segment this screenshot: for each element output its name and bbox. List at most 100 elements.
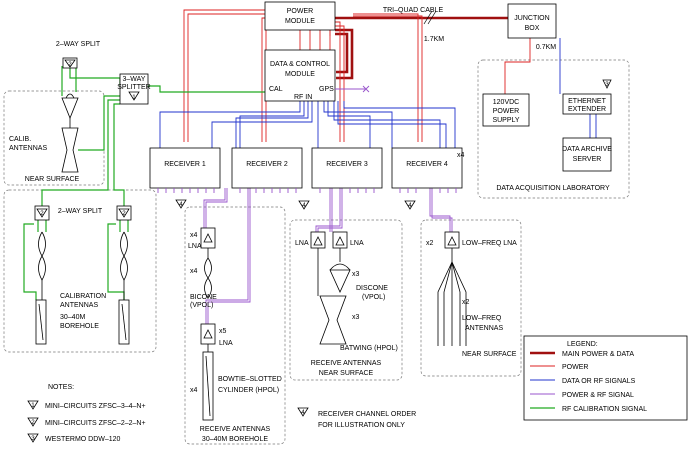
gps-antenna-icon xyxy=(362,85,370,93)
power-module-label-2: MODULE xyxy=(285,18,315,25)
rx-near-lna1: LNA xyxy=(295,240,309,247)
eth-label-2: EXTENDER xyxy=(568,106,606,113)
legend-item-main-power-data: MAIN POWER & DATA xyxy=(530,351,634,358)
calib-near-surface-label: NEAR SURFACE xyxy=(25,176,80,183)
lowfreq-x2b: x2 xyxy=(462,299,470,306)
calib-borehole-label-4: BOREHOLE xyxy=(60,323,99,330)
receiver-3-label: RECEIVER 3 xyxy=(326,161,368,168)
junction-label-1: JUNCTION xyxy=(514,15,549,22)
note-1-marker: 1 xyxy=(31,402,35,409)
two-way-split-top-label: 2–WAY SPLIT xyxy=(56,41,101,48)
splitter-left-marker: 2 xyxy=(40,210,44,217)
amplifier-icon xyxy=(447,236,457,246)
rx-borehole-x4b: x4 xyxy=(190,268,198,275)
bowtie-label-1: BOWTIE–SLOTTED xyxy=(218,376,282,383)
legend-item-power-rf: POWER & RF SIGNAL xyxy=(530,392,634,399)
calib-batwing-icon xyxy=(61,127,79,173)
eth-marker: 3 xyxy=(605,81,609,88)
amplifier-icon xyxy=(313,236,323,246)
eth-label-1: ETHERNET xyxy=(568,98,606,105)
psu-label-2: POWER xyxy=(493,108,519,115)
rx-borehole-title-2: 30–40M BOREHOLE xyxy=(202,436,268,443)
order-marker-2: 4 xyxy=(302,202,306,209)
antenna-feeds xyxy=(207,248,453,352)
splitter-top-marker: 2 xyxy=(68,61,72,68)
calib-cylinder-left-icon xyxy=(35,299,47,345)
receiver-2-label: RECEIVER 2 xyxy=(246,161,288,168)
rx-borehole-lna: LNA xyxy=(188,243,202,250)
calib-near-label-1: CALIB. xyxy=(9,136,31,143)
legend-label: POWER xyxy=(562,364,588,371)
junction-label-2: BOX xyxy=(525,25,540,32)
splitter-triangle-icon xyxy=(64,59,76,68)
lowfreq-group xyxy=(420,219,522,377)
dcm-label-2: MODULE xyxy=(285,71,315,78)
note-1: 1 MINI–CIRCUITS ZFSC–3–4–N+ xyxy=(27,400,146,410)
bicone-label-2: (VPOL) xyxy=(190,302,213,309)
note-triangle-icon xyxy=(27,433,39,443)
data-control-module-box xyxy=(264,49,336,102)
junction-distance: 0.7KM xyxy=(536,44,556,51)
legend-label: DATA OR RF SIGNALS xyxy=(562,378,636,385)
splitter-right-marker: 2 xyxy=(122,210,126,217)
main-power-data-wires xyxy=(335,16,508,80)
lowfreq-label-1: LOW–FREQ xyxy=(462,315,502,322)
legend-label: MAIN POWER & DATA xyxy=(562,351,634,358)
bowtie-label-2: CYLINDER (HPOL) xyxy=(218,387,279,394)
splitter-triangle-icon xyxy=(118,208,130,218)
calib-borehole-label-2: ANTENNAS xyxy=(60,302,98,309)
batwing-label: BATWING (HPOL) xyxy=(340,345,398,352)
receiver-2: RECEIVER 2 xyxy=(231,147,303,193)
psu-label-1: 120VDC xyxy=(493,99,519,106)
power-module-box xyxy=(264,1,336,31)
splitter-triangle-icon xyxy=(128,91,140,101)
junction-box xyxy=(507,3,557,39)
receiver-4: RECEIVER 4 xyxy=(391,147,463,193)
note-3-marker: 3 xyxy=(31,435,35,442)
rx-near-group xyxy=(289,219,403,381)
discone-antenna-icon xyxy=(329,263,351,293)
rx-borehole-lna2: LNA xyxy=(219,340,233,347)
calib-near-label-2: ANTENNAS xyxy=(9,145,47,152)
order-marker-3: 4 xyxy=(408,202,412,209)
cal-port-label: CAL xyxy=(269,86,283,93)
lowfreq-x2a: x2 xyxy=(426,240,434,247)
ethernet-extender-box xyxy=(562,93,612,115)
psu-label-3: SUPPLY xyxy=(492,117,519,124)
server-label-2: SERVER xyxy=(573,156,602,163)
three-way-splitter-box xyxy=(119,73,149,105)
gps-port-label: GPS xyxy=(319,86,334,93)
note-3: 3 WESTERMO DDW–120 xyxy=(27,433,121,443)
lowfreq-near-surface: NEAR SURFACE xyxy=(462,351,517,358)
lowfreq-antenna-icon xyxy=(437,261,467,346)
batwing-antenna-icon xyxy=(319,295,347,345)
power-rf-wires xyxy=(203,188,453,324)
data-archive-server-box xyxy=(562,137,612,172)
legend-label: POWER & RF SIGNAL xyxy=(562,392,634,399)
bicone-label-1: BICONE xyxy=(190,294,217,301)
calib-discone-icon xyxy=(61,93,79,128)
discone-label-1: DISCONE xyxy=(356,285,388,292)
discone-label-2: (VPOL) xyxy=(362,294,385,301)
note-triangle-icon xyxy=(404,200,416,210)
note-2-marker: 2 xyxy=(31,419,35,426)
rx-borehole-x4c: x4 xyxy=(190,387,198,394)
lowfreq-label-2: ANTENNAS xyxy=(465,325,503,332)
splitter-triangle-icon xyxy=(36,208,48,218)
bowtie-cylinder-antenna-icon xyxy=(202,351,214,421)
legend-box xyxy=(523,335,688,421)
amplifier-icon xyxy=(203,329,213,339)
calib-bicone-right-icon xyxy=(120,231,128,300)
calib-borehole-label-1: CALIBRATION xyxy=(60,293,106,300)
server-label-1: DATA ARCHIVE xyxy=(562,146,612,153)
rx-borehole-x4a: x4 xyxy=(190,232,198,239)
calib-borehole-label-3: 30–40M xyxy=(60,314,85,321)
note-triangle-icon xyxy=(27,417,39,427)
bicone-antenna-icon xyxy=(204,257,212,299)
psu-box xyxy=(482,93,530,127)
cable-label: TRI–QUAD CABLE xyxy=(383,7,444,14)
rx-borehole-group xyxy=(184,206,286,445)
note-3-text: WESTERMO DDW–120 xyxy=(45,436,121,443)
